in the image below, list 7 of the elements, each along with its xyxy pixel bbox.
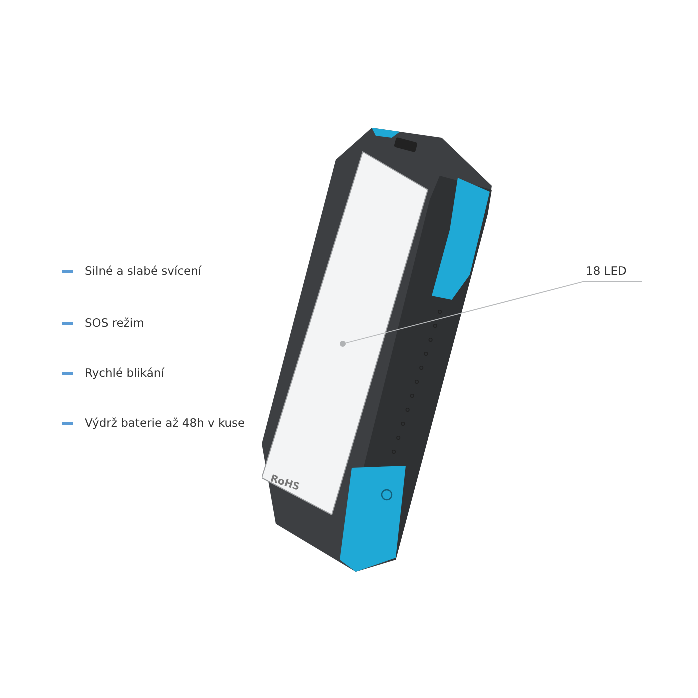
- feature-text: Rychlé blikání: [85, 366, 164, 380]
- certification-mark: RoHS: [269, 474, 302, 494]
- feature-text: Výdrž baterie až 48h v kuse: [85, 416, 246, 430]
- leader-line: [340, 282, 642, 347]
- feature-text: Silné a slabé svícení: [85, 264, 202, 278]
- callout-label: 18 LED: [586, 264, 627, 282]
- feature-text: SOS režim: [85, 316, 144, 330]
